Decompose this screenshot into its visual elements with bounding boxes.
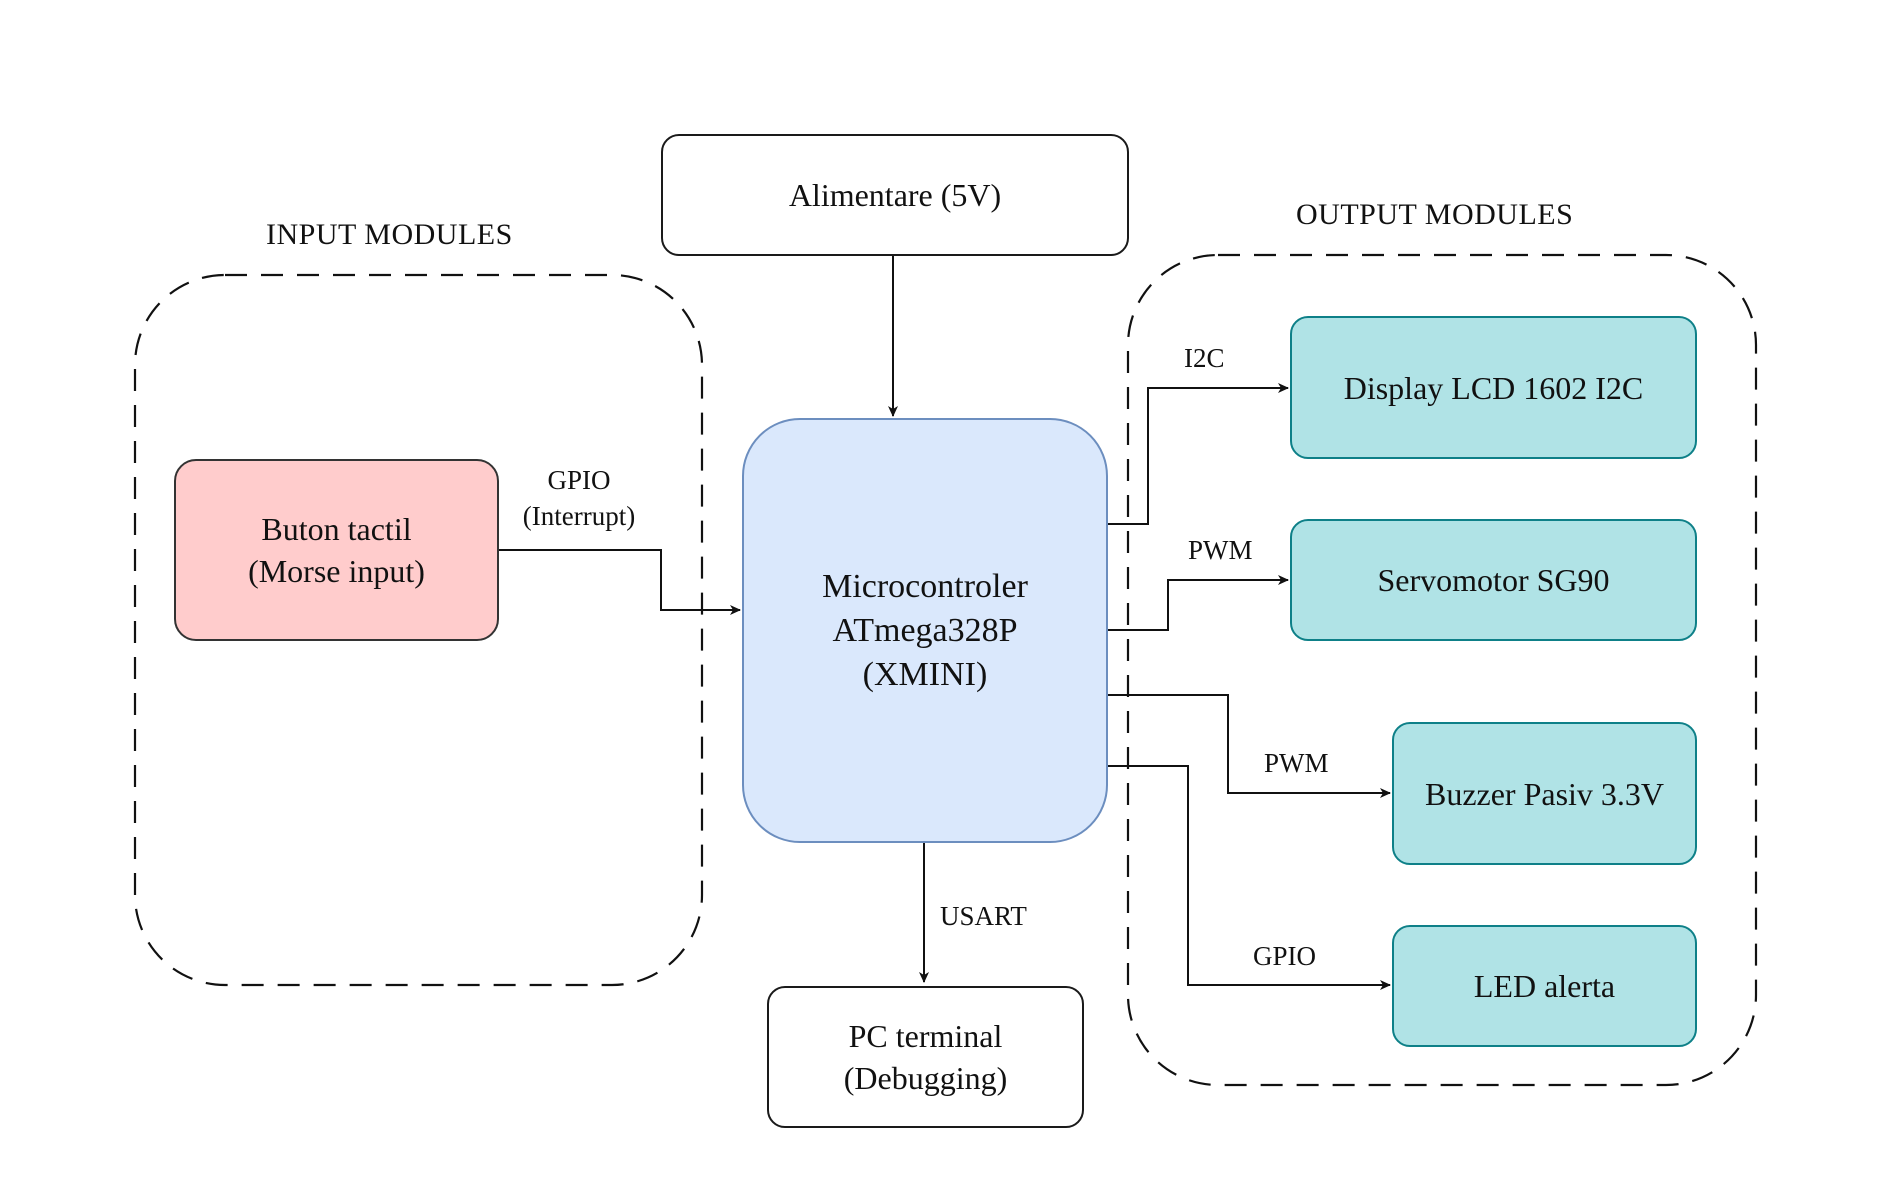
edge-mcu-lcd xyxy=(1108,383,1289,525)
pc-terminal-label: PC terminal xyxy=(848,1018,1003,1054)
edge-label-i2c: I2C xyxy=(1184,343,1225,373)
led-alert-node: LED alerta xyxy=(1392,925,1697,1047)
microcontroller-board: (XMINI) xyxy=(862,655,988,693)
output-modules-title: OUTPUT MODULES xyxy=(1296,198,1574,231)
servomotor-label: Servomotor SG90 xyxy=(1377,562,1610,598)
power-supply-node: Alimentare (5V) xyxy=(661,134,1129,256)
input-modules-title: INPUT MODULES xyxy=(266,218,513,251)
led-alert-label: LED alerta xyxy=(1473,968,1616,1004)
servomotor-node: Servomotor SG90 xyxy=(1290,519,1697,641)
edge-label-usart: USART xyxy=(940,901,1027,931)
edge-label-gpio: GPIO xyxy=(547,465,611,495)
edge-label-pwm-servo: PWM xyxy=(1188,535,1253,565)
lcd-display-node: Display LCD 1602 I2C xyxy=(1290,316,1697,459)
pc-terminal-sublabel: (Debugging) xyxy=(843,1060,1008,1096)
buzzer-label: Buzzer Pasiv 3.3V xyxy=(1424,775,1665,812)
touch-button-sublabel: (Morse input) xyxy=(248,553,425,589)
lcd-display-label: Display LCD 1602 I2C xyxy=(1343,369,1644,406)
microcontroller-node: Microcontroler ATmega328P (XMINI) xyxy=(742,418,1108,843)
touch-button-label: Buton tactil xyxy=(261,511,412,547)
output-modules-group xyxy=(1126,253,1758,1087)
buzzer-node: Buzzer Pasiv 3.3V xyxy=(1392,722,1697,865)
edge-label-interrupt: (Interrupt) xyxy=(522,501,636,531)
edge-mcu-buzzer xyxy=(1108,694,1391,798)
edge-label-gpio-led: GPIO xyxy=(1253,941,1317,971)
edge-label-gpio-interrupt: GPIO (Interrupt) xyxy=(508,462,650,534)
input-modules-group xyxy=(133,273,704,987)
edge-button-mcu xyxy=(498,549,741,615)
microcontroller-label: Microcontroler xyxy=(822,567,1028,605)
power-supply-label: Alimentare (5V) xyxy=(788,177,1002,213)
edge-mcu-led xyxy=(1108,765,1391,990)
touch-button-node: Buton tactil (Morse input) xyxy=(174,459,499,641)
microcontroller-model: ATmega328P xyxy=(832,611,1018,649)
pc-terminal-node: PC terminal (Debugging) xyxy=(767,986,1084,1128)
edge-label-pwm-buzzer: PWM xyxy=(1264,748,1329,778)
edge-mcu-servo xyxy=(1108,575,1289,631)
